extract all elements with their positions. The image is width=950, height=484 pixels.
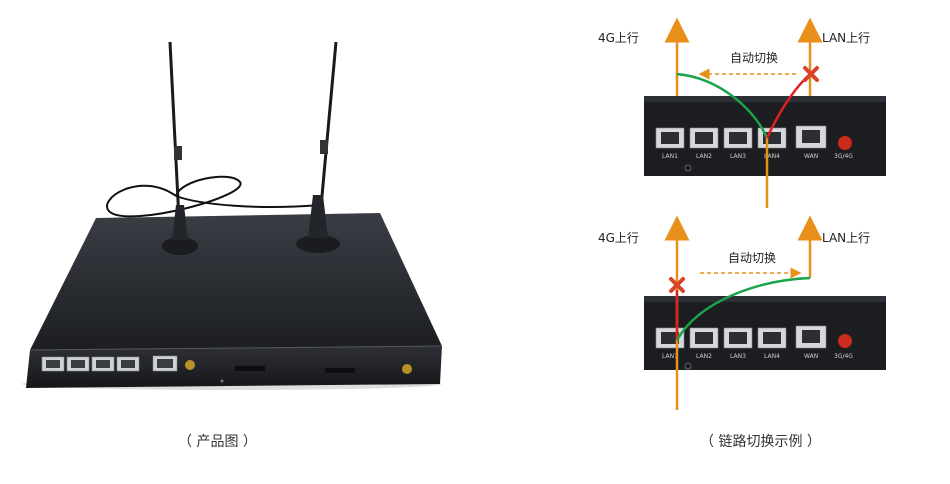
antenna-right — [296, 41, 340, 253]
product-caption: （ 产品图 ） — [178, 434, 257, 450]
top-4g-uplink-label: 4G上行 — [598, 31, 639, 45]
antenna-left — [162, 41, 198, 255]
port-label-lan1: LAN1 — [662, 353, 678, 360]
port-label-wan: WAN — [804, 153, 818, 160]
port-label-lan4: LAN4 — [764, 353, 780, 360]
port-label-lan1: LAN1 — [662, 153, 678, 160]
antenna-connector-icon — [838, 334, 852, 348]
sma-connector-icon — [402, 364, 412, 374]
switch-example-caption: （ 链路切换示例 ） — [700, 434, 821, 450]
top-lan-uplink-label: LAN上行 — [822, 31, 870, 45]
product-photo — [22, 41, 443, 390]
port-label-lan4: LAN4 — [764, 153, 780, 160]
fail-mark-icon — [669, 277, 685, 293]
port-label-lan2: LAN2 — [696, 353, 712, 360]
port-label-wan: WAN — [804, 353, 818, 360]
diagram-bottom: LAN1 LAN2 LAN3 LAN4 WAN 3G/4G 4G上行 LAN上行… — [598, 215, 886, 410]
sma-connector-icon — [185, 360, 195, 370]
router-front — [26, 346, 442, 388]
led-label: 3G/4G — [834, 353, 853, 360]
bottom-switch-label: 自动切换 — [728, 251, 776, 265]
top-switch-label: 自动切换 — [730, 51, 778, 65]
fail-mark-icon — [803, 66, 819, 82]
router-top — [30, 213, 442, 350]
port-label-lan2: LAN2 — [696, 153, 712, 160]
antenna-connector-icon — [838, 136, 852, 150]
led-label: 3G/4G — [834, 153, 853, 160]
port-label-lan3: LAN3 — [730, 353, 746, 360]
bottom-4g-uplink-label: 4G上行 — [598, 231, 639, 245]
bottom-lan-uplink-label: LAN上行 — [822, 231, 870, 245]
port-label-lan3: LAN3 — [730, 153, 746, 160]
diagram-top: LAN1 LAN2 LAN3 LAN4 WAN 3G/4G 4G上行 LAN上行… — [598, 17, 886, 208]
